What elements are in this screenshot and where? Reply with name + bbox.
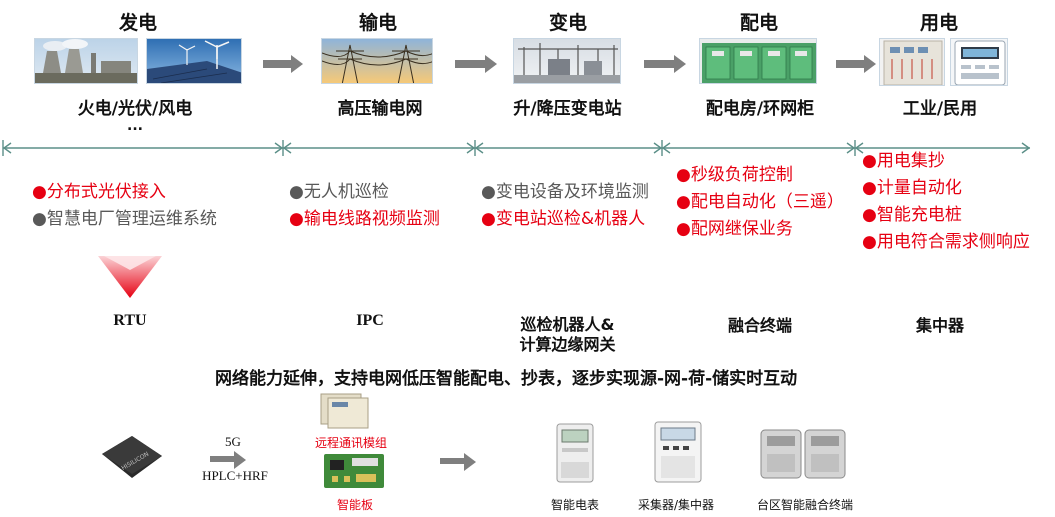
label-5g: 5G: [225, 434, 241, 449]
stage-title-generation: 发电: [118, 12, 157, 34]
tagline: 网络能力延伸，支持电网低压智能配电、抄表，逐步实现源-网-荷-储实时互动: [215, 369, 798, 389]
bullet-item: ●配电自动化（三遥）: [676, 192, 844, 212]
bullet-item: ●用电符合需求侧响应: [862, 232, 1030, 252]
label-hplc: HPLC+HRF: [202, 468, 268, 483]
bullet-item: ●无人机巡检: [289, 182, 389, 202]
flow-arrow-1: [263, 55, 303, 73]
bullet-item: ●秒级负荷控制: [676, 165, 793, 185]
smart-board-image: [324, 454, 384, 488]
product-label-robot-line2: 计算边缘网关: [519, 335, 616, 354]
bullets-distribution: ●秒级负荷控制 ●配电自动化（三遥） ●配网继保业务: [676, 162, 844, 243]
distribution-cabinet-image: [699, 38, 817, 84]
stage-caption-consumption: 工业/民用: [902, 99, 978, 119]
product-label-concentrator: 集中器: [915, 316, 964, 335]
down-arrow-icon: [98, 256, 162, 298]
transmission-tower-image: [321, 38, 433, 84]
bullets-consumption: ●用电集抄 ●计量自动化 ●智能充电桩 ●用电符合需求侧响应: [862, 148, 1030, 256]
stage-title-transmission: 输电: [358, 12, 397, 34]
stage-caption-generation-more: ...: [127, 118, 143, 134]
smart-meter-image: [556, 423, 594, 483]
flow-arrow-4: [836, 55, 876, 73]
bullet-item: ●智能充电桩: [862, 205, 962, 225]
product-label-ipc: IPC: [356, 312, 384, 329]
stage-caption-generation: 火电/光伏/风电: [77, 99, 193, 119]
bullet-item: ●输电线路视频监测: [289, 209, 440, 229]
substation-image: [513, 38, 621, 84]
bullet-item: ●智慧电厂管理运维系统: [32, 209, 217, 229]
stage-caption-distribution: 配电房/环网柜: [705, 99, 815, 119]
industrial-panel-image: [879, 38, 945, 86]
product-label-robot-line1: 巡检机器人&: [520, 315, 615, 334]
wind-solar-image: [146, 38, 242, 84]
remote-module-image: [320, 393, 369, 429]
arrow-to-devices: [440, 453, 476, 471]
bullet-item: ●分布式光伏接入: [32, 182, 166, 202]
stage-caption-transmission: 高压输电网: [337, 99, 423, 119]
bullet-item: ●用电集抄: [862, 151, 945, 171]
product-label-rtu: RTU: [113, 312, 147, 329]
bullets-substation: ●变电设备及环境监测 ●变电站巡检&机器人: [481, 179, 649, 233]
flow-arrow-3: [644, 55, 686, 73]
stage-title-substation: 变电: [548, 12, 587, 34]
bullets-transmission: ●无人机巡检 ●输电线路视频监测: [289, 179, 440, 233]
chip-icon: HISILICON: [102, 436, 162, 478]
power-plant-image: [34, 38, 138, 84]
stage-title-consumption: 用电: [919, 12, 958, 34]
smart-meter-label: 智能电表: [550, 498, 599, 512]
residential-meter-image: [950, 38, 1008, 86]
stage-caption-substation: 升/降压变电站: [513, 99, 622, 119]
stage-divider-line: [2, 140, 1031, 156]
stage-title-distribution: 配电: [739, 12, 778, 34]
bullet-item: ●计量自动化: [862, 178, 962, 198]
bullet-item: ●变电站巡检&机器人: [481, 209, 646, 229]
remote-module-label: 远程通讯模组: [314, 436, 387, 450]
smart-board-label: 智能板: [336, 498, 373, 512]
fusion-terminal-image: [760, 429, 846, 479]
collector-label: 采集器/集中器: [637, 498, 715, 512]
collector-image: [654, 421, 702, 483]
bullet-item: ●变电设备及环境监测: [481, 182, 649, 202]
arrow-5g: [210, 451, 246, 469]
bullet-item: ●配网继保业务: [676, 219, 793, 239]
fusion-terminal-label: 台区智能融合终端: [756, 498, 853, 512]
flow-arrow-2: [455, 55, 497, 73]
product-label-fusion: 融合终端: [727, 316, 792, 335]
bullets-generation: ●分布式光伏接入 ●智慧电厂管理运维系统: [32, 179, 217, 233]
